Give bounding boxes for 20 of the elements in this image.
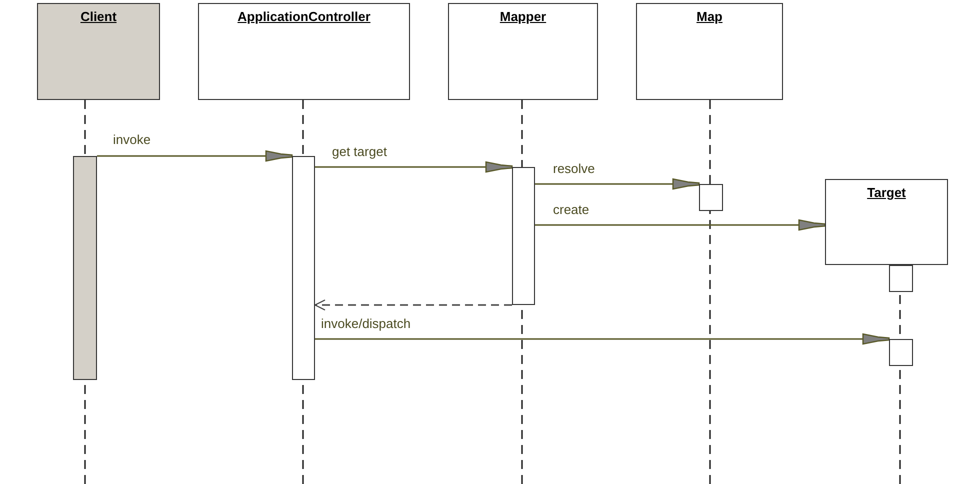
edge-label: resolve (552, 161, 596, 176)
activation-bar (699, 184, 723, 211)
activation-bar (292, 156, 315, 380)
object-name: Map (696, 9, 722, 24)
object-name: ApplicationController (238, 9, 370, 24)
object-name: Target (867, 185, 906, 200)
object-box (198, 3, 410, 100)
activation-bar (73, 156, 97, 380)
object-name: Mapper (500, 9, 546, 24)
activation-bar (889, 339, 913, 366)
edge-label: invoke (112, 132, 152, 147)
return-arrow (314, 299, 512, 311)
object-box (448, 3, 598, 100)
object-box (37, 3, 160, 100)
activation-bar (512, 167, 535, 305)
object-name: Client (80, 9, 117, 24)
edge-label: invoke/dispatch (320, 316, 412, 331)
object-box (825, 179, 948, 265)
object-box (636, 3, 783, 100)
activation-bar (889, 265, 913, 292)
